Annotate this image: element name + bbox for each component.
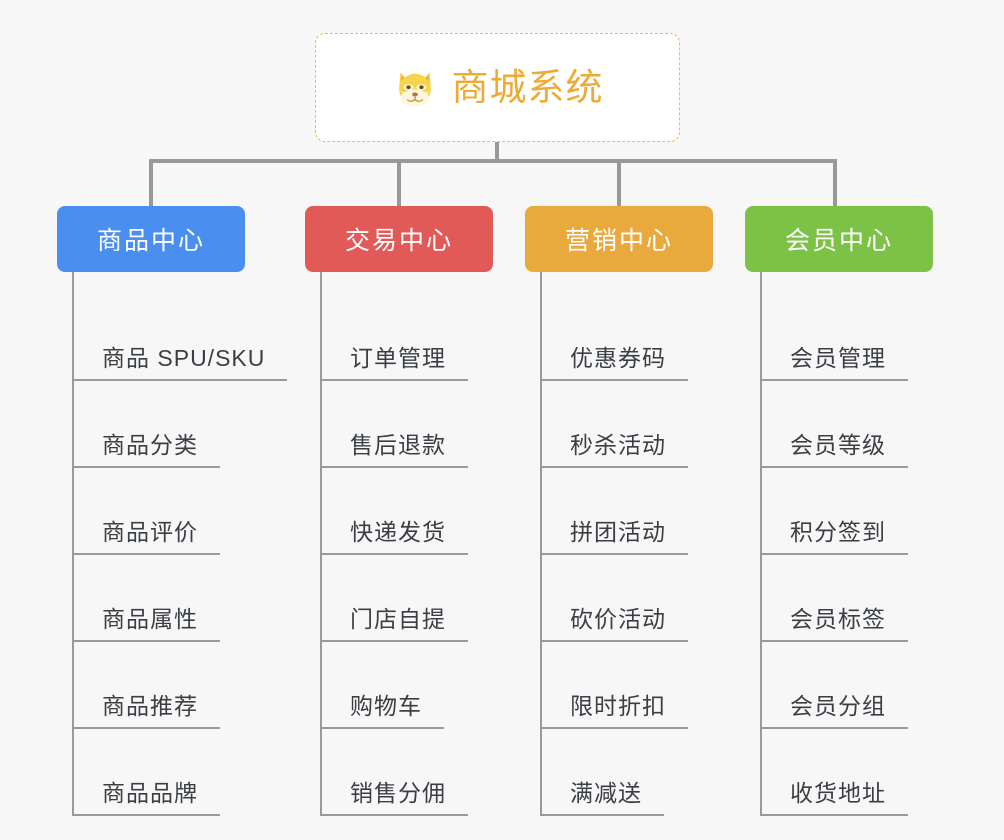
connector-root-stem (495, 142, 499, 162)
leaf-item-label: 拼团活动 (540, 513, 688, 555)
leaf-item[interactable]: 秒杀活动 (540, 381, 755, 468)
leaf-item-label: 会员分组 (760, 687, 908, 729)
leaf-item[interactable]: 会员标签 (760, 555, 975, 642)
leaf-item[interactable]: 会员管理 (760, 294, 975, 381)
leaf-item-label: 订单管理 (320, 339, 468, 381)
leaf-item[interactable]: 优惠券码 (540, 294, 755, 381)
branch-column-product-center: 商品中心商品 SPU/SKU 商品分类商品评价商品属性商品推荐商品品牌 (57, 206, 288, 816)
leaf-item[interactable]: 满减送 (540, 729, 755, 816)
leaf-item-label: 满减送 (540, 774, 664, 816)
leaf-item-label: 商品属性 (72, 600, 220, 642)
leaf-item[interactable]: 购物车 (320, 642, 535, 729)
branch-header-member-center[interactable]: 会员中心 (745, 206, 933, 272)
branch-header-label: 营销中心 (564, 227, 673, 255)
branch-header-label: 交易中心 (344, 227, 453, 255)
leaf-item[interactable]: 门店自提 (320, 555, 535, 642)
leaf-item[interactable]: 砍价活动 (540, 555, 755, 642)
branch-header-trade-center[interactable]: 交易中心 (305, 206, 493, 272)
leaf-item[interactable]: 限时折扣 (540, 642, 755, 729)
leaf-item-label: 门店自提 (320, 600, 468, 642)
leaf-item[interactable]: 商品分类 (72, 381, 287, 468)
root-title: 商城系统 (451, 67, 604, 108)
leaf-item-label: 秒杀活动 (540, 426, 688, 468)
leaf-item-label: 购物车 (320, 687, 444, 729)
leaf-item[interactable]: 商品评价 (72, 468, 287, 555)
connector-branch-3 (617, 159, 621, 206)
leaf-item-label: 会员标签 (760, 600, 908, 642)
leaf-list-marketing-center: 优惠券码秒杀活动拼团活动砍价活动限时折扣满减送 (540, 272, 755, 816)
branch-header-product-center[interactable]: 商品中心 (57, 206, 245, 272)
root-node[interactable]: 商城系统 (315, 33, 680, 142)
branch-header-marketing-center[interactable]: 营销中心 (525, 206, 713, 272)
leaf-item-label: 商品分类 (72, 426, 220, 468)
leaf-item[interactable]: 积分签到 (760, 468, 975, 555)
leaf-item[interactable]: 售后退款 (320, 381, 535, 468)
shiba-dog-icon (392, 65, 438, 111)
leaf-list-product-center: 商品 SPU/SKU 商品分类商品评价商品属性商品推荐商品品牌 (72, 272, 288, 816)
leaf-item-label: 优惠券码 (540, 339, 688, 381)
branch-header-label: 会员中心 (784, 227, 893, 255)
leaf-list-member-center: 会员管理会员等级积分签到会员标签会员分组收货地址 (760, 272, 975, 816)
leaf-item[interactable]: 销售分佣 (320, 729, 535, 816)
leaf-item-label: 售后退款 (320, 426, 468, 468)
leaf-item[interactable]: 商品属性 (72, 555, 287, 642)
leaf-item[interactable]: 收货地址 (760, 729, 975, 816)
connector-horizontal-bus (149, 159, 837, 163)
leaf-item[interactable]: 商品 SPU/SKU (72, 294, 288, 381)
connector-branch-2 (397, 159, 401, 206)
leaf-item-label: 销售分佣 (320, 774, 468, 816)
leaf-item-label: 收货地址 (760, 774, 908, 816)
leaf-item[interactable]: 拼团活动 (540, 468, 755, 555)
leaf-list-trade-center: 订单管理售后退款快递发货门店自提购物车销售分佣 (320, 272, 535, 816)
branch-column-marketing-center: 营销中心优惠券码秒杀活动拼团活动砍价活动限时折扣满减送 (525, 206, 755, 816)
leaf-item-label: 会员等级 (760, 426, 908, 468)
branch-column-trade-center: 交易中心订单管理售后退款快递发货门店自提购物车销售分佣 (305, 206, 535, 816)
leaf-item-label: 商品品牌 (72, 774, 220, 816)
leaf-item-label: 会员管理 (760, 339, 908, 381)
leaf-item[interactable]: 会员分组 (760, 642, 975, 729)
connector-branch-4 (833, 159, 837, 206)
connector-branch-1 (149, 159, 153, 206)
leaf-item-label: 商品评价 (72, 513, 220, 555)
leaf-item[interactable]: 会员等级 (760, 381, 975, 468)
leaf-item-label: 砍价活动 (540, 600, 688, 642)
leaf-item[interactable]: 订单管理 (320, 294, 535, 381)
leaf-item-label: 商品推荐 (72, 687, 220, 729)
leaf-item-label: 积分签到 (760, 513, 908, 555)
leaf-item[interactable]: 快递发货 (320, 468, 535, 555)
branch-column-member-center: 会员中心会员管理会员等级积分签到会员标签会员分组收货地址 (745, 206, 975, 816)
leaf-item[interactable]: 商品推荐 (72, 642, 287, 729)
leaf-item-label: 快递发货 (320, 513, 468, 555)
leaf-item-label: 商品 SPU/SKU (72, 339, 288, 381)
leaf-item[interactable]: 商品品牌 (72, 729, 287, 816)
leaf-item-label: 限时折扣 (540, 687, 688, 729)
branch-header-label: 商品中心 (96, 227, 205, 255)
